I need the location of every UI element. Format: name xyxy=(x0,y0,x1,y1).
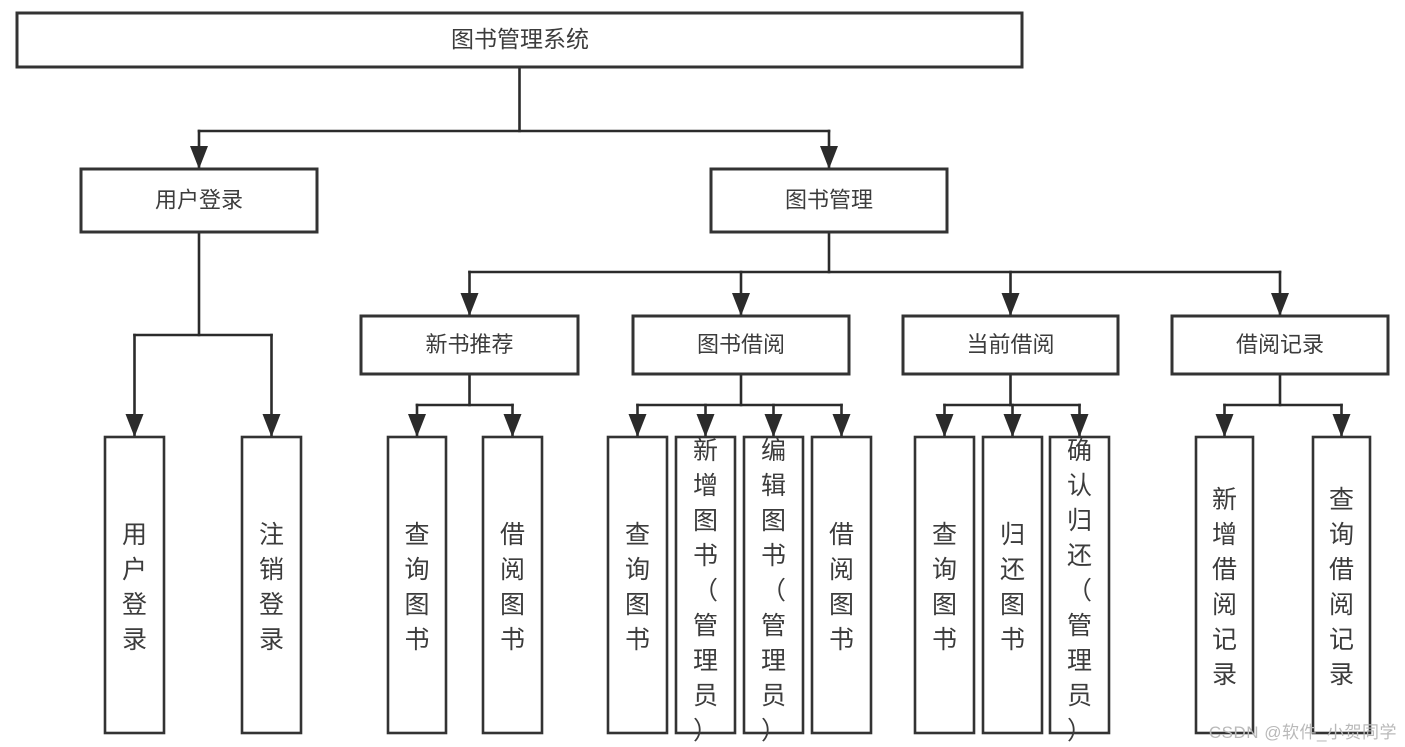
node-box xyxy=(709,167,949,234)
node-root[interactable]: 图书管理系统 xyxy=(15,11,1024,69)
arrowhead xyxy=(408,414,426,437)
node-leaf-edit-book[interactable]: 编辑图书（管理员） xyxy=(742,435,805,745)
node-label-vertical: 查询图书 xyxy=(932,521,957,654)
node-leaf-user-logout[interactable]: 注销登录 xyxy=(240,435,303,735)
arrowhead xyxy=(732,293,750,316)
node-box xyxy=(1311,435,1372,735)
node-label-vertical: 新增图书（管理员） xyxy=(693,437,718,745)
node-leaf-user-login[interactable]: 用户登录 xyxy=(103,435,166,735)
arrowhead xyxy=(125,414,144,437)
arrowhead xyxy=(1332,414,1351,437)
node-label-vertical: 确认归还（管理员） xyxy=(1067,437,1092,745)
node-leaf-return-book[interactable]: 归还图书 xyxy=(981,435,1044,735)
node-box xyxy=(386,435,448,735)
node-box xyxy=(15,11,1024,69)
arrowhead xyxy=(832,414,851,437)
node-leaf-query-record[interactable]: 查询借阅记录 xyxy=(1311,435,1372,735)
node-box xyxy=(981,435,1044,735)
node-label: 当前借阅 xyxy=(966,332,1054,357)
node-box xyxy=(901,314,1120,376)
arrowhead xyxy=(764,414,783,437)
node-box xyxy=(103,435,166,735)
node-box xyxy=(481,435,544,735)
node-box xyxy=(606,435,669,735)
node-leaf-borrow-book-bb[interactable]: 借阅图书 xyxy=(810,435,873,735)
node-leaf-confirm-return[interactable]: 确认归还（管理员） xyxy=(1048,435,1111,745)
arrowhead xyxy=(1271,293,1289,316)
node-book-manage[interactable]: 图书管理 xyxy=(709,167,949,234)
arrowhead xyxy=(1003,414,1022,437)
arrowhead xyxy=(190,146,208,169)
node-box xyxy=(913,435,976,735)
node-box xyxy=(1170,314,1390,376)
node-label-vertical: 查询借阅记录 xyxy=(1329,486,1354,689)
arrowhead xyxy=(696,414,715,437)
node-box xyxy=(674,435,737,735)
arrowhead xyxy=(935,414,954,437)
node-box xyxy=(1048,435,1111,735)
node-label-vertical: 查询图书 xyxy=(625,521,650,654)
node-box xyxy=(631,314,851,376)
node-user-login[interactable]: 用户登录 xyxy=(79,167,319,234)
arrowhead xyxy=(1215,414,1234,437)
node-label-vertical: 注销登录 xyxy=(259,521,284,654)
arrowhead xyxy=(820,146,838,169)
node-leaf-add-record[interactable]: 新增借阅记录 xyxy=(1194,435,1255,735)
node-label-vertical: 借阅图书 xyxy=(829,521,854,654)
arrowhead xyxy=(628,414,647,437)
node-current-borrow[interactable]: 当前借阅 xyxy=(901,314,1120,376)
node-label-vertical: 查询图书 xyxy=(404,521,429,654)
arrowhead xyxy=(1070,414,1089,437)
node-label-vertical: 借阅图书 xyxy=(500,521,525,654)
node-label-vertical: 编辑图书（管理员） xyxy=(761,437,786,745)
node-leaf-query-book-new[interactable]: 查询图书 xyxy=(386,435,448,735)
node-box xyxy=(810,435,873,735)
node-label: 借阅记录 xyxy=(1236,332,1324,357)
node-label: 图书借阅 xyxy=(697,332,785,357)
node-label-vertical: 新增借阅记录 xyxy=(1212,486,1237,689)
node-box xyxy=(1194,435,1255,735)
node-label-vertical: 用户登录 xyxy=(122,521,147,654)
node-leaf-add-book[interactable]: 新增图书（管理员） xyxy=(674,435,737,745)
connector-layer xyxy=(125,65,1351,438)
csdn-watermark: CSDN @软件_小贺同学 xyxy=(1208,723,1397,742)
node-new-book-rec[interactable]: 新书推荐 xyxy=(359,314,580,376)
node-label: 图书管理 xyxy=(785,187,873,212)
node-box xyxy=(240,435,303,735)
node-leaf-query-book-bb[interactable]: 查询图书 xyxy=(606,435,669,735)
node-label: 图书管理系统 xyxy=(451,26,589,52)
node-box xyxy=(79,167,319,234)
node-leaf-borrow-book-new[interactable]: 借阅图书 xyxy=(481,435,544,735)
arrowhead xyxy=(460,293,479,316)
node-borrow-record[interactable]: 借阅记录 xyxy=(1170,314,1390,376)
node-label-vertical: 归还图书 xyxy=(1000,521,1025,654)
arrowhead xyxy=(262,414,281,437)
node-layer: 图书管理系统用户登录图书管理新书推荐图书借阅当前借阅借阅记录用户登录注销登录查询… xyxy=(15,11,1390,745)
node-box xyxy=(359,314,580,376)
arrowhead xyxy=(1001,293,1020,316)
node-box xyxy=(742,435,805,735)
node-label: 用户登录 xyxy=(155,187,243,212)
node-leaf-query-book-cb[interactable]: 查询图书 xyxy=(913,435,976,735)
arrowhead xyxy=(503,414,522,437)
node-label: 新书推荐 xyxy=(425,332,513,357)
node-book-borrow[interactable]: 图书借阅 xyxy=(631,314,851,376)
